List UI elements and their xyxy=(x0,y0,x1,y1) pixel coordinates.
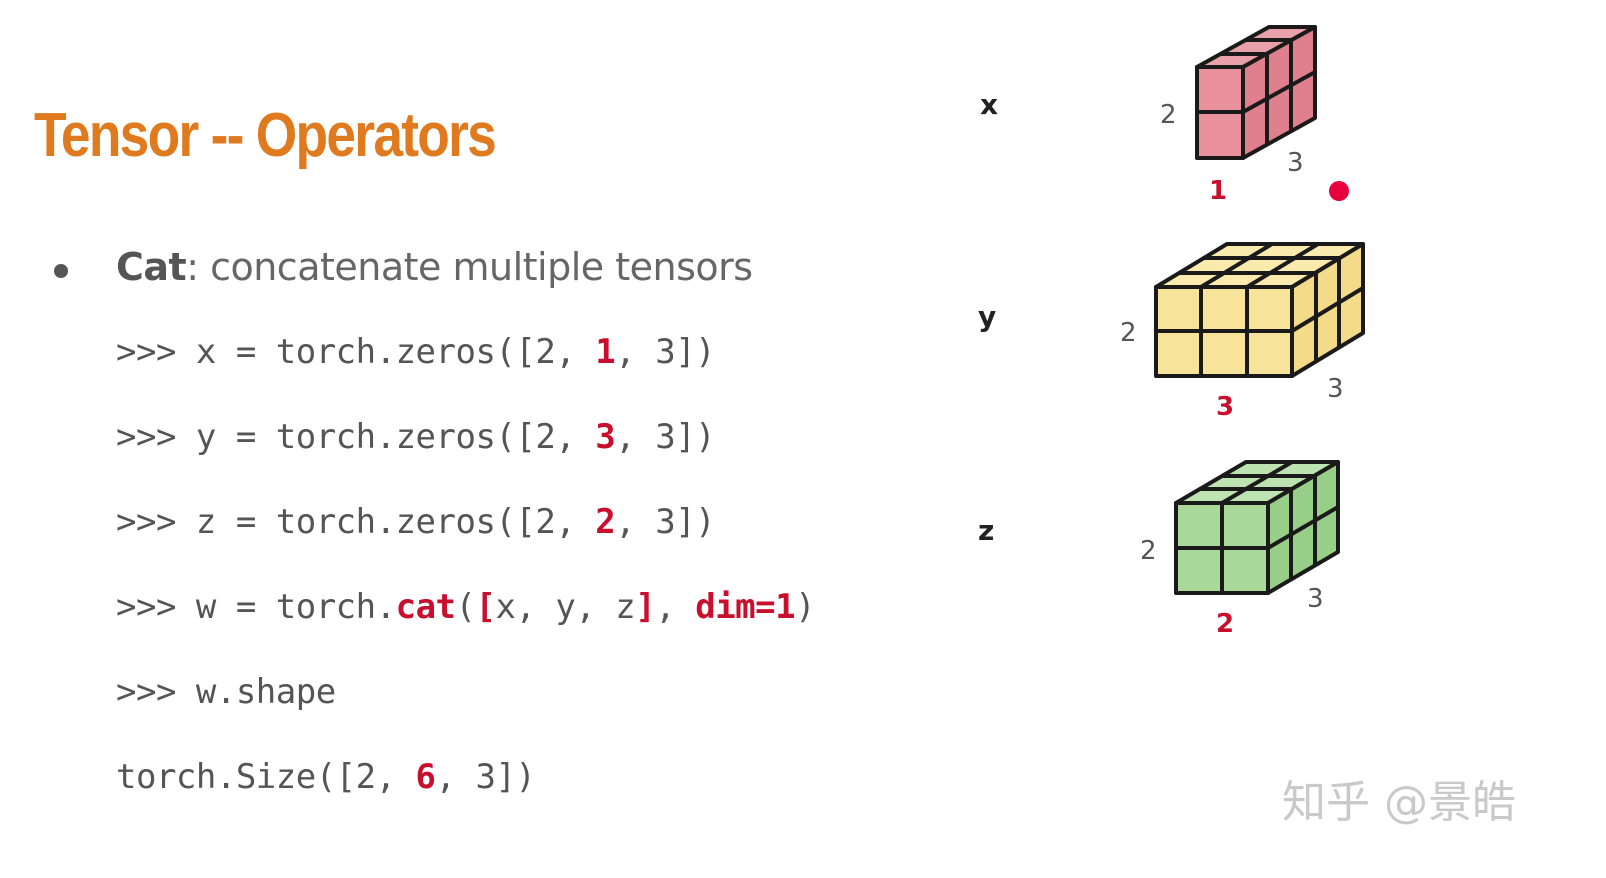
tensor-label-y: y xyxy=(978,300,997,333)
highlight-value: 6 xyxy=(415,757,436,797)
prompt: >>> xyxy=(116,417,196,457)
code-line-shape: >>> w.shape xyxy=(116,672,336,712)
prompt: >>> xyxy=(116,502,196,542)
x-depth-label: 3 xyxy=(1287,148,1304,178)
code-line-y: >>> y = torch.zeros([2, 3, 3]) xyxy=(116,417,716,457)
bullet-text: Cat: concatenate multiple tensors xyxy=(116,245,753,289)
tensor-cube-z xyxy=(1174,460,1340,595)
tensor-cube-y xyxy=(1154,242,1365,378)
pointer-dot-icon xyxy=(1329,181,1349,201)
code-text: w = torch. xyxy=(195,587,396,627)
bullet-term: Cat xyxy=(116,245,187,289)
code-output-size: torch.Size([2, 6, 3]) xyxy=(116,757,536,797)
tensor-cube-x xyxy=(1195,25,1317,160)
code-text: w.shape xyxy=(195,672,336,712)
z-depth-label: 3 xyxy=(1307,584,1324,614)
y-width-label: 3 xyxy=(1216,392,1235,422)
bullet-description: : concatenate multiple tensors xyxy=(186,245,753,289)
list-bracket: ] xyxy=(635,587,656,627)
prompt: >>> xyxy=(116,332,196,372)
code-text: , 3]) xyxy=(435,757,536,797)
tensor-label-z: z xyxy=(978,514,995,547)
highlight-value: 3 xyxy=(595,417,616,457)
code-text: torch.Size([2, xyxy=(116,757,416,797)
code-line-cat: >>> w = torch.cat([x, y, z], dim=1) xyxy=(116,587,816,627)
z-height-label: 2 xyxy=(1140,536,1157,566)
code-text: x = torch.zeros([2, xyxy=(195,332,596,372)
code-text: x, y, z xyxy=(495,587,636,627)
tensor-label-x: x xyxy=(980,88,999,121)
y-height-label: 2 xyxy=(1120,318,1137,348)
code-line-z: >>> z = torch.zeros([2, 2, 3]) xyxy=(116,502,716,542)
code-text: z = torch.zeros([2, xyxy=(195,502,596,542)
prompt: >>> xyxy=(116,587,196,627)
prompt: >>> xyxy=(116,672,196,712)
code-text: ( xyxy=(455,587,476,627)
code-line-x: >>> x = torch.zeros([2, 1, 3]) xyxy=(116,332,716,372)
watermark: 知乎 @景皓 xyxy=(1282,777,1516,828)
slide-title: Tensor -- Operators xyxy=(34,101,497,170)
highlight-value: 1 xyxy=(595,332,616,372)
highlight-value: 2 xyxy=(595,502,616,542)
list-bracket: [ xyxy=(475,587,496,627)
code-text: y = torch.zeros([2, xyxy=(195,417,596,457)
code-text: , 3]) xyxy=(615,502,716,542)
code-text: , 3]) xyxy=(615,332,716,372)
code-text: , xyxy=(655,587,696,627)
x-height-label: 2 xyxy=(1160,100,1177,130)
code-text: ) xyxy=(795,587,816,627)
z-width-label: 2 xyxy=(1216,609,1235,639)
x-width-label: 1 xyxy=(1209,176,1228,206)
y-depth-label: 3 xyxy=(1327,374,1344,404)
dim-argument: dim=1 xyxy=(695,587,796,627)
code-text: , 3]) xyxy=(615,417,716,457)
cat-function: cat xyxy=(395,587,456,627)
bullet-icon xyxy=(54,264,68,278)
